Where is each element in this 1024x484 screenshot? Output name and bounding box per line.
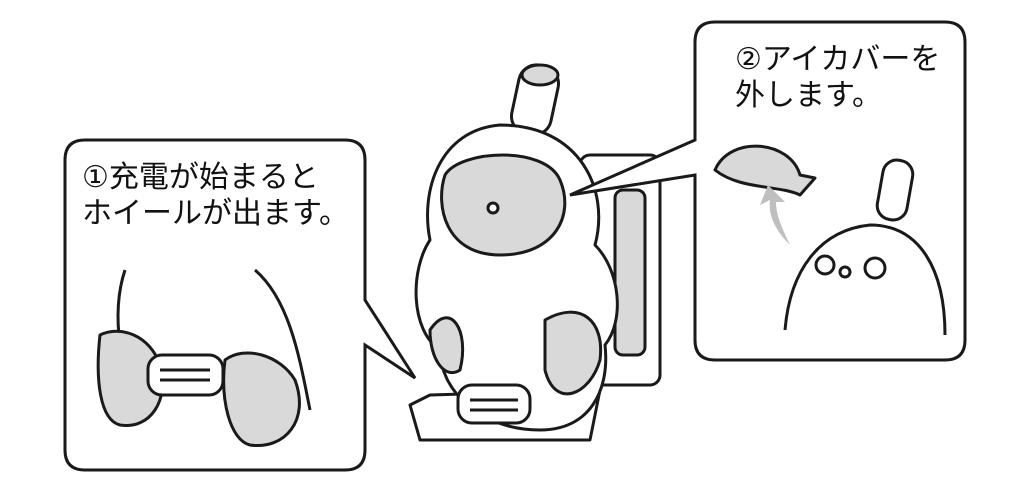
small-robot (783, 223, 947, 336)
right-callout-text: ②アイカバーを 外します。 (735, 42, 940, 114)
wheel-right (222, 351, 301, 448)
left-callout-line1: ①充電が始まると (82, 160, 319, 195)
robot-face (440, 153, 567, 257)
wheel-left (96, 329, 165, 428)
robot-wheel (456, 383, 532, 425)
up-arrow-icon (760, 185, 790, 245)
left-callout-text: ①充電が始まると ホイールが出ます。 (82, 160, 349, 232)
eye-cover (713, 144, 817, 197)
right-callout-line1: ②アイカバーを (735, 42, 941, 77)
left-callout-line2: ホイールが出ます。 (82, 196, 349, 231)
right-callout-line2: 外します。 (735, 78, 882, 113)
